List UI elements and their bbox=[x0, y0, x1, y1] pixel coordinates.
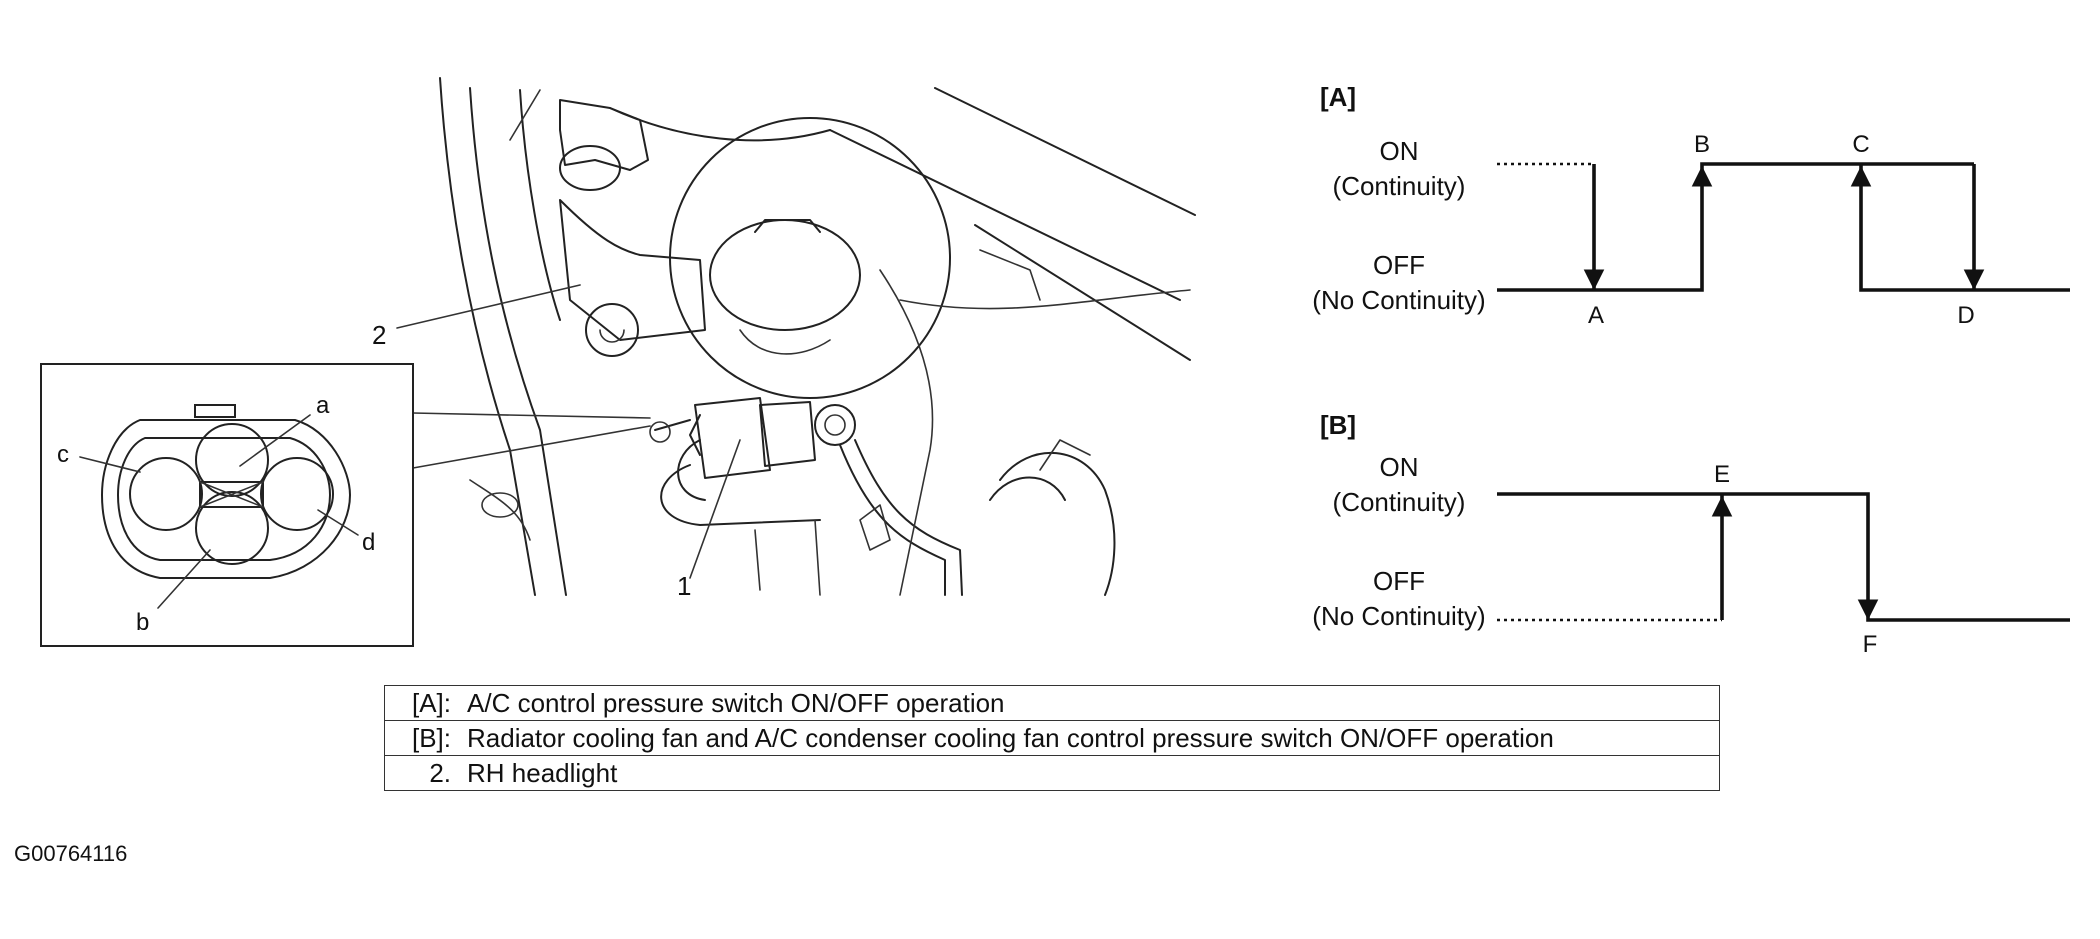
legend-table: [A]: A/C control pressure switch ON/OFF o… bbox=[384, 685, 1720, 791]
graph-a: [A] ON (Continuity) OFF (No Continuity) … bbox=[1312, 82, 2070, 329]
point-a-label: A bbox=[1588, 302, 1604, 329]
pin-d-label: d bbox=[362, 529, 375, 556]
pin-b bbox=[195, 491, 269, 565]
pin-d bbox=[260, 457, 334, 531]
connector-latch bbox=[194, 404, 236, 418]
pin-b-label: b bbox=[136, 609, 149, 636]
point-c-label: C bbox=[1852, 131, 1869, 158]
inset-leader-top bbox=[412, 412, 651, 419]
point-f-label: F bbox=[1863, 631, 1878, 658]
graph-a-on-sub: (Continuity) bbox=[1333, 171, 1466, 201]
graph-b-on-label: ON bbox=[1380, 452, 1419, 482]
graph-b-tag: [B] bbox=[1320, 410, 1356, 440]
connector-inset: a b c d bbox=[40, 363, 414, 647]
pin-a-label: a bbox=[316, 392, 330, 419]
graph-a-tag: [A] bbox=[1320, 82, 1356, 112]
callout-2-leader bbox=[396, 284, 581, 329]
legend-row: [B]: Radiator cooling fan and A/C condens… bbox=[384, 720, 1720, 756]
graph-b-off-label: OFF bbox=[1373, 566, 1425, 596]
graph-a-off-sub: (No Continuity) bbox=[1312, 285, 1485, 315]
graph-a-trace-1 bbox=[1497, 162, 1974, 292]
graph-a-trace-2 bbox=[1859, 164, 2070, 292]
point-e-label: E bbox=[1714, 461, 1730, 488]
graph-b-on-sub: (Continuity) bbox=[1333, 487, 1466, 517]
legend-row: [A]: A/C control pressure switch ON/OFF o… bbox=[384, 685, 1720, 721]
legend-key: [A]: bbox=[411, 687, 451, 718]
callout-2-label: 2 bbox=[372, 320, 386, 350]
engine-bay-illustration bbox=[439, 77, 1196, 596]
point-d-label: D bbox=[1957, 302, 1974, 329]
callout-1-label: 1 bbox=[677, 571, 691, 601]
graph-b-off-sub: (No Continuity) bbox=[1312, 601, 1485, 631]
pin-c-label: c bbox=[57, 441, 69, 468]
legend-row: 2. RH headlight bbox=[384, 755, 1720, 791]
legend-text: A/C control pressure switch ON/OFF opera… bbox=[467, 687, 1005, 718]
graph-b-trace bbox=[1722, 492, 2070, 622]
point-b-label: B bbox=[1694, 131, 1710, 158]
pin-c bbox=[129, 457, 203, 531]
legend-text: Radiator cooling fan and A/C condenser c… bbox=[467, 722, 1554, 753]
graph-a-off-label: OFF bbox=[1373, 250, 1425, 280]
legend-text: RH headlight bbox=[467, 757, 618, 788]
callout-1-leader bbox=[689, 439, 741, 579]
inset-leader-bottom bbox=[412, 425, 651, 469]
pin-a bbox=[195, 423, 269, 497]
graph-a-on-label: ON bbox=[1380, 136, 1419, 166]
figure-id: G00764116 bbox=[14, 841, 128, 866]
legend-key: 2. bbox=[429, 757, 451, 788]
connector-housing bbox=[101, 419, 351, 579]
legend-key: [B]: bbox=[411, 722, 451, 753]
graph-b: [B] ON (Continuity) OFF (No Continuity) … bbox=[1312, 410, 2070, 658]
